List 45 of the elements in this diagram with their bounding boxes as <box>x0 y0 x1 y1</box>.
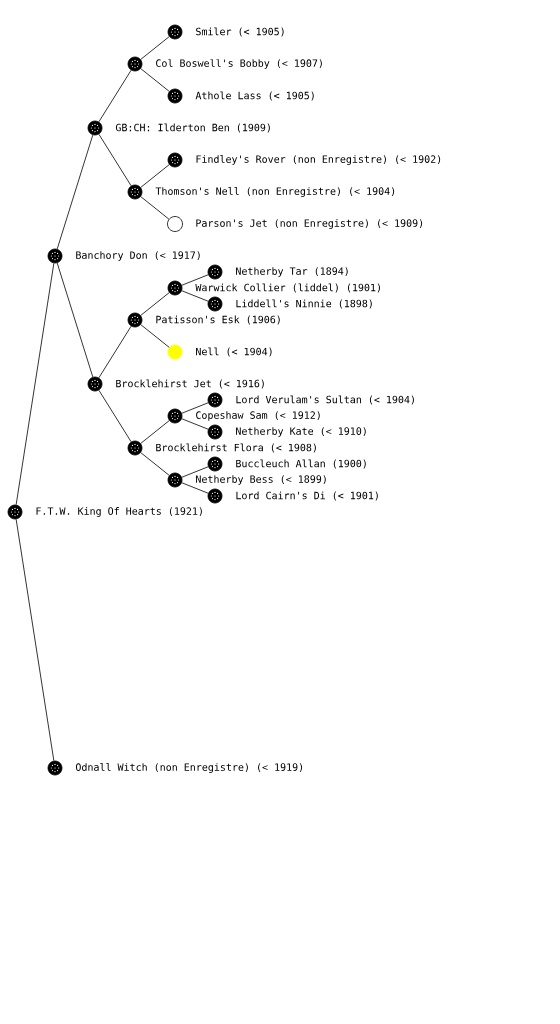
name-label: Warwick Collier (liddel) (1901) <box>195 283 380 293</box>
connector-line <box>181 418 209 430</box>
connector-line <box>140 36 170 60</box>
connector-line <box>98 69 132 123</box>
connector-line <box>98 133 132 187</box>
connector-line <box>98 325 132 379</box>
name-label: Liddell's Ninnie (1898) <box>236 299 372 309</box>
name-label: Netherby Kate (< 1910) <box>236 427 366 437</box>
name-label: Brocklehirst Jet (< 1916) <box>116 379 264 389</box>
name-label: Copeshaw Sam (< 1912) <box>196 411 320 421</box>
connector-line <box>181 402 209 414</box>
connector-line <box>15 518 55 762</box>
connector-line <box>181 290 209 302</box>
name-label: Banchory Don (< 1917) <box>76 251 200 261</box>
name-label: Lord Cairn's Di (< 1901) <box>236 491 378 501</box>
connector-line <box>140 196 170 220</box>
connector-line <box>140 420 170 444</box>
connector-line <box>181 466 209 478</box>
name-label: GB:CH: Ilderton Ben (1909) <box>115 123 270 133</box>
name-label: Patisson's Esk (1906) <box>156 315 280 325</box>
name-label: F.T.W. King Of Hearts (1921) <box>36 507 202 517</box>
connector-line <box>140 164 170 188</box>
name-label: Odnall Witch (non Enregistre) (< 1919) <box>75 763 303 773</box>
name-label: Brocklehirst Flora (< 1908) <box>156 443 316 453</box>
connector-line <box>15 262 55 506</box>
name-label: Parson's Jet (non Enregistre) (< 1909) <box>196 219 423 229</box>
name-label: Netherby Bess (< 1899) <box>196 475 326 485</box>
connector-line <box>140 68 170 92</box>
name-label: Col Boswell's Bobby (< 1907) <box>156 59 322 69</box>
connector-line <box>98 389 132 443</box>
name-label: Buccleuch Allan (1900) <box>236 459 366 469</box>
connector-line <box>140 324 170 348</box>
name-label: Nell (< 1904) <box>196 347 272 357</box>
name-label: Thomson's Nell (non Enregistre) (< 1904) <box>155 187 395 197</box>
connector-line <box>181 482 209 494</box>
name-label: Findley's Rover (non Enregistre) (< 1902) <box>196 155 441 165</box>
connector-line <box>56 262 94 378</box>
connector-line <box>56 134 94 250</box>
connector-line <box>181 274 209 286</box>
name-label: Smiler (< 1905) <box>196 27 284 37</box>
connector-line <box>140 452 170 476</box>
connector-line <box>140 292 170 316</box>
name-label: Netherby Tar (1894) <box>236 267 348 277</box>
name-label: Athole Lass (< 1905) <box>195 91 314 101</box>
name-label: Lord Verulam's Sultan (< 1904) <box>236 395 414 405</box>
